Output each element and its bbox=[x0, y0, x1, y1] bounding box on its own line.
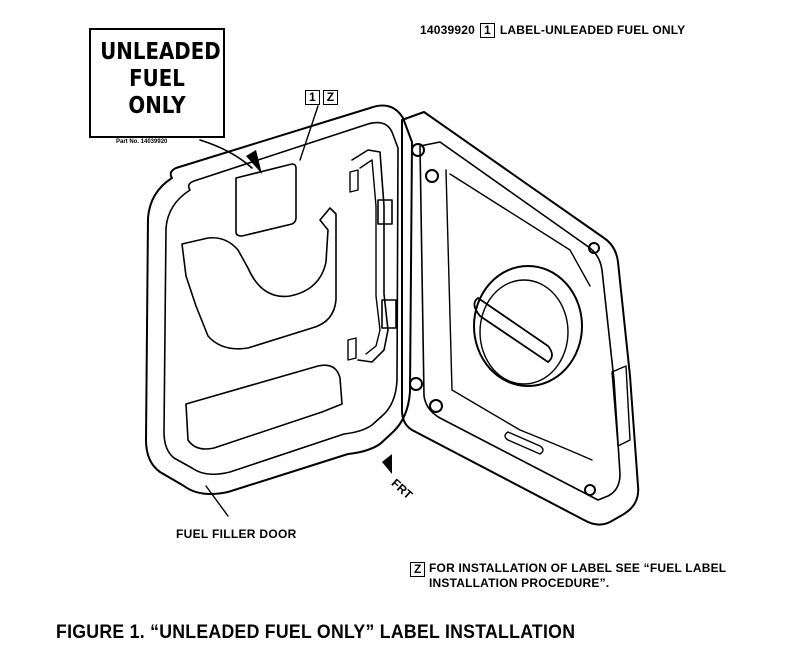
bolt-bottom-left-1 bbox=[409, 377, 423, 391]
bolt-bottom-left-2 bbox=[429, 399, 443, 413]
door-lower-recess bbox=[185, 364, 343, 450]
fuel-cap-handle bbox=[473, 297, 553, 363]
door-inner-rim bbox=[163, 121, 399, 476]
hinge-strap bbox=[351, 149, 389, 363]
callout-leader-line bbox=[299, 105, 319, 161]
part-description: LABEL-UNLEADED FUEL ONLY bbox=[499, 23, 686, 37]
bolt-top-left-1 bbox=[411, 143, 425, 157]
hinge-pin-top bbox=[377, 199, 393, 225]
sign-part-number: Part No. 14039920 bbox=[116, 139, 168, 145]
note-letter-box: Z bbox=[410, 562, 426, 577]
figure-caption: FIGURE 1. “UNLEADED FUEL ONLY” LABEL INS… bbox=[56, 622, 576, 643]
installation-note: Z FOR INSTALLATION OF LABEL SEE “FUEL LA… bbox=[410, 561, 780, 591]
sign-line-3: ONLY bbox=[128, 93, 186, 119]
hinge-strap-inner bbox=[359, 159, 381, 355]
filler-pocket-outer bbox=[401, 111, 640, 526]
sign-leader-line bbox=[199, 139, 253, 169]
latch-tab bbox=[611, 365, 631, 447]
note-text: FOR INSTALLATION OF LABEL SEE “FUEL LABE… bbox=[429, 561, 727, 590]
callout-number-box: 1 bbox=[480, 23, 495, 38]
callout-letter-box: Z bbox=[322, 90, 339, 105]
bolt-bottom-right bbox=[584, 484, 596, 496]
unleaded-fuel-sign: UNLEADED FUEL ONLY bbox=[89, 28, 225, 138]
door-outer-panel bbox=[145, 104, 413, 495]
sign-line-1: UNLEADED bbox=[100, 39, 221, 65]
frt-arrow bbox=[382, 454, 392, 474]
label-area bbox=[235, 163, 297, 237]
sign-leader-arrow bbox=[246, 150, 262, 174]
filler-pocket-inner bbox=[419, 141, 621, 501]
fuel-filler-door-label: FUEL FILLER DOOR bbox=[176, 527, 297, 541]
drain-slot bbox=[504, 431, 544, 455]
sign-line-2: FUEL bbox=[129, 66, 185, 92]
part-number: 14039920 bbox=[420, 23, 475, 37]
part-callout: 14039920 1 LABEL-UNLEADED FUEL ONLY bbox=[420, 23, 685, 38]
callout-number-box: 1 bbox=[305, 90, 320, 105]
fuel-cap bbox=[473, 265, 583, 387]
door-label-leader bbox=[205, 485, 229, 517]
fuel-cap-ring bbox=[479, 279, 569, 385]
bolt-right bbox=[588, 242, 600, 254]
door-inner-recess bbox=[181, 207, 337, 350]
filler-pocket-wall bbox=[445, 169, 593, 461]
bolt-top-left-2 bbox=[425, 169, 439, 183]
hinge-pin-bottom bbox=[381, 299, 397, 329]
